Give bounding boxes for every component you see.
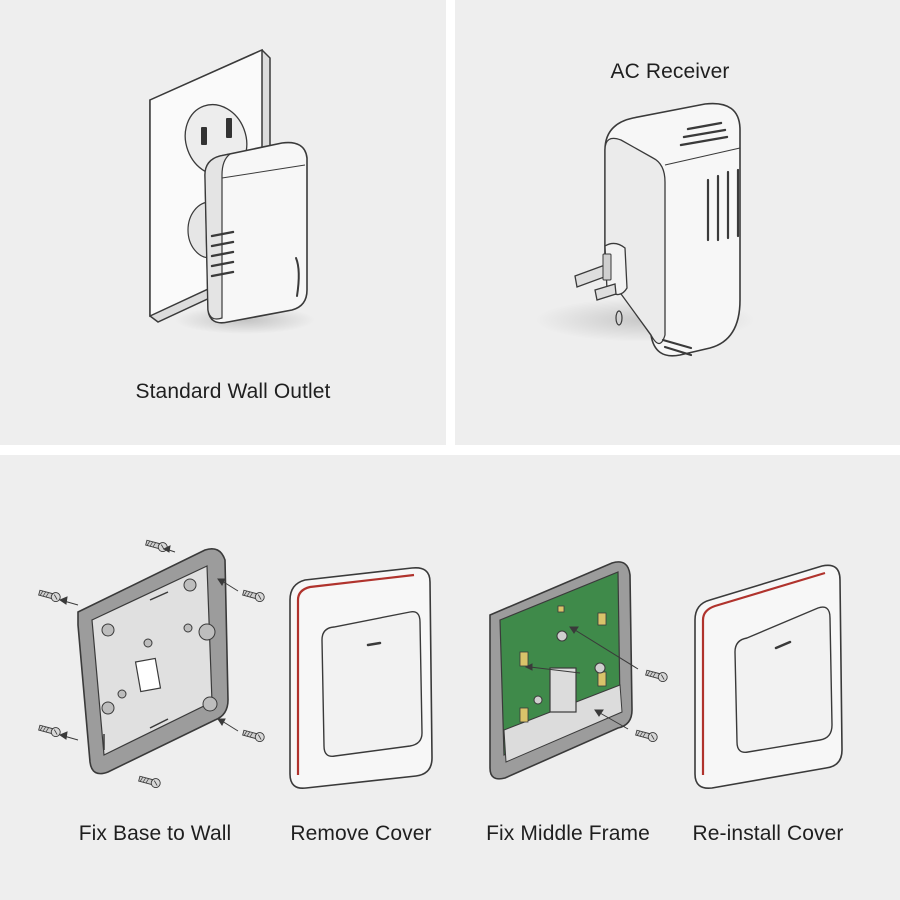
side-vent-icon xyxy=(706,168,740,242)
ac-receiver-illustration xyxy=(535,102,755,357)
caption-wall-outlet: Standard Wall Outlet xyxy=(135,380,331,403)
step-switch-cover xyxy=(289,566,433,790)
ac-receiver-panel: AC Receiver xyxy=(455,0,900,445)
caption-step-1: Fix Base to Wall xyxy=(78,822,232,845)
plugged-receiver xyxy=(175,141,315,334)
installation-steps-panel: Fix Base to Wall Remove Cover Fix Middle… xyxy=(0,455,900,900)
caption-step-3: Fix Middle Frame xyxy=(486,822,650,845)
caption-step-4: Re-install Cover xyxy=(692,822,844,845)
step-switch-reinstalled xyxy=(694,564,843,790)
receiver-body xyxy=(604,102,741,357)
step-base-arrows xyxy=(58,545,239,741)
step-middle-arrows xyxy=(524,626,639,730)
caption-ac-receiver: AC Receiver xyxy=(610,60,730,83)
caption-step-2: Remove Cover xyxy=(290,822,432,845)
wall-outlet-panel: Standard Wall Outlet xyxy=(0,0,446,445)
wall-outlet-illustration xyxy=(149,48,315,334)
installation-steps-illustration xyxy=(37,537,843,790)
bottom-vent-icon xyxy=(661,338,693,357)
step-base-frame xyxy=(77,547,229,775)
plug-prongs xyxy=(574,242,628,301)
top-vent-icon xyxy=(679,121,729,147)
step-middle-screws xyxy=(634,667,669,744)
